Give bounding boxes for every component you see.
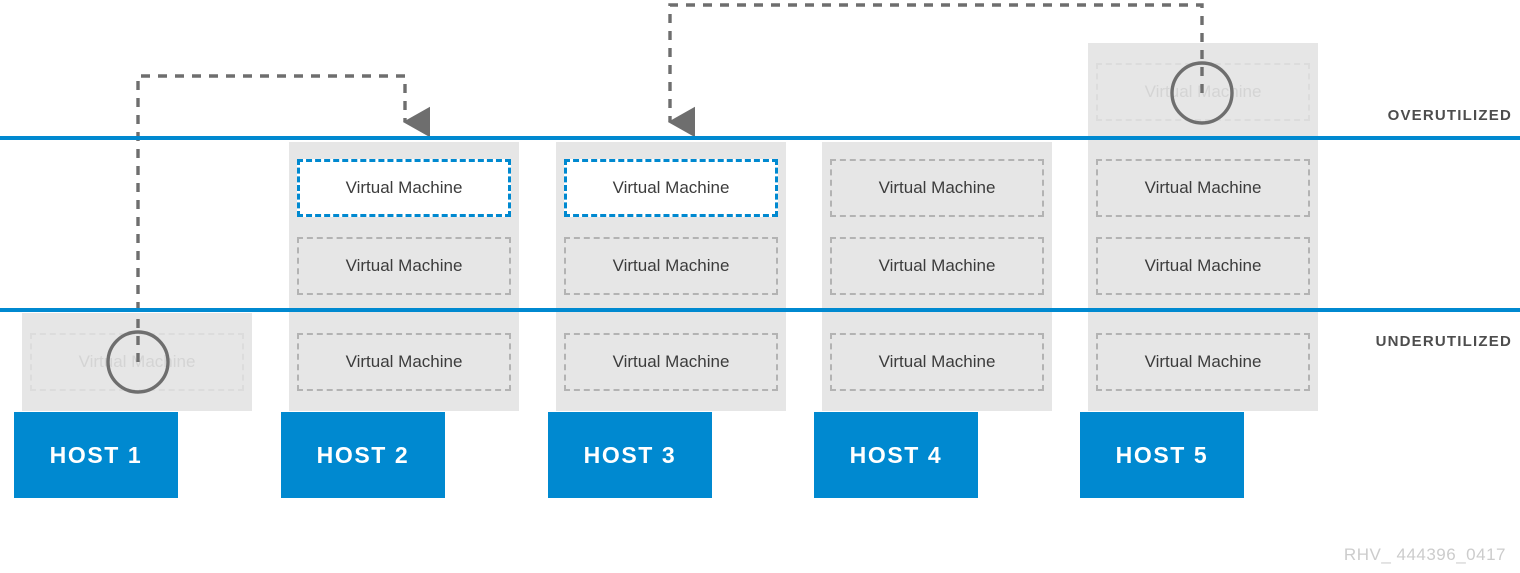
vm-label: Virtual Machine <box>612 256 730 275</box>
vm-box-host3-slot3[interactable]: Virtual Machine <box>564 333 778 391</box>
vm-label: Virtual Machine <box>1144 178 1262 197</box>
host-bar-2[interactable]: HOST 2 <box>281 412 445 498</box>
diagram-watermark: RHV_ 444396_0417 <box>1343 545 1506 564</box>
vm-label: Virtual Machine <box>1144 256 1262 275</box>
vm-box-host3-slot2[interactable]: Virtual Machine <box>564 237 778 295</box>
host-bar-label: HOST 2 <box>316 441 410 468</box>
host-column-3: Virtual Machine Virtual Machine Virtual … <box>548 0 794 573</box>
vm-label: Virtual Machine <box>345 352 463 371</box>
vm-box-host2-slot2[interactable]: Virtual Machine <box>297 237 511 295</box>
vm-label: Virtual Machine <box>878 256 996 275</box>
vm-box-host2-slot1[interactable]: Virtual Machine <box>297 159 511 217</box>
vm-box-host4-slot2[interactable]: Virtual Machine <box>830 237 1044 295</box>
underutilized-label: UNDERUTILIZED <box>1375 333 1512 350</box>
vm-label: Virtual Machine <box>1144 82 1262 101</box>
vm-box-host4-slot3[interactable]: Virtual Machine <box>830 333 1044 391</box>
overutilized-threshold-line <box>0 136 1520 140</box>
vm-box-host2-slot3[interactable]: Virtual Machine <box>297 333 511 391</box>
host-4-capacity-area <box>822 142 1052 411</box>
vm-label: Virtual Machine <box>1144 352 1262 371</box>
vm-box-host5-slot2[interactable]: Virtual Machine <box>1096 237 1310 295</box>
host-bar-3[interactable]: HOST 3 <box>548 412 712 498</box>
host-bar-4[interactable]: HOST 4 <box>814 412 978 498</box>
vm-box-host1-slot1[interactable]: Virtual Machine <box>30 333 244 391</box>
vm-box-host5-overflow[interactable]: Virtual Machine <box>1096 63 1310 121</box>
vm-box-host5-slot1[interactable]: Virtual Machine <box>1096 159 1310 217</box>
vm-label: Virtual Machine <box>345 256 463 275</box>
host-bar-label: HOST 3 <box>583 441 677 468</box>
vm-box-host5-slot3[interactable]: Virtual Machine <box>1096 333 1310 391</box>
vm-label: Virtual Machine <box>612 178 730 197</box>
host-bar-label: HOST 4 <box>849 441 943 468</box>
vm-box-host3-slot1[interactable]: Virtual Machine <box>564 159 778 217</box>
host-bar-label: HOST 1 <box>49 441 143 468</box>
host-bar-label: HOST 5 <box>1115 441 1209 468</box>
host-column-1: Virtual Machine HOST 1 <box>14 0 260 573</box>
overutilized-label: OVERUTILIZED <box>1387 107 1512 124</box>
host-column-2: Virtual Machine Virtual Machine Virtual … <box>281 0 527 573</box>
host-bar-5[interactable]: HOST 5 <box>1080 412 1244 498</box>
host-column-5: Virtual Machine Virtual Machine Virtual … <box>1080 0 1326 573</box>
vm-label: Virtual Machine <box>878 352 996 371</box>
vm-label: Virtual Machine <box>78 352 196 371</box>
host-column-4: Virtual Machine Virtual Machine Virtual … <box>814 0 1060 573</box>
vm-label: Virtual Machine <box>345 178 463 197</box>
host-bar-1[interactable]: HOST 1 <box>14 412 178 498</box>
vm-box-host4-slot1[interactable]: Virtual Machine <box>830 159 1044 217</box>
vm-label: Virtual Machine <box>878 178 996 197</box>
underutilized-threshold-line <box>0 308 1520 312</box>
vm-label: Virtual Machine <box>612 352 730 371</box>
